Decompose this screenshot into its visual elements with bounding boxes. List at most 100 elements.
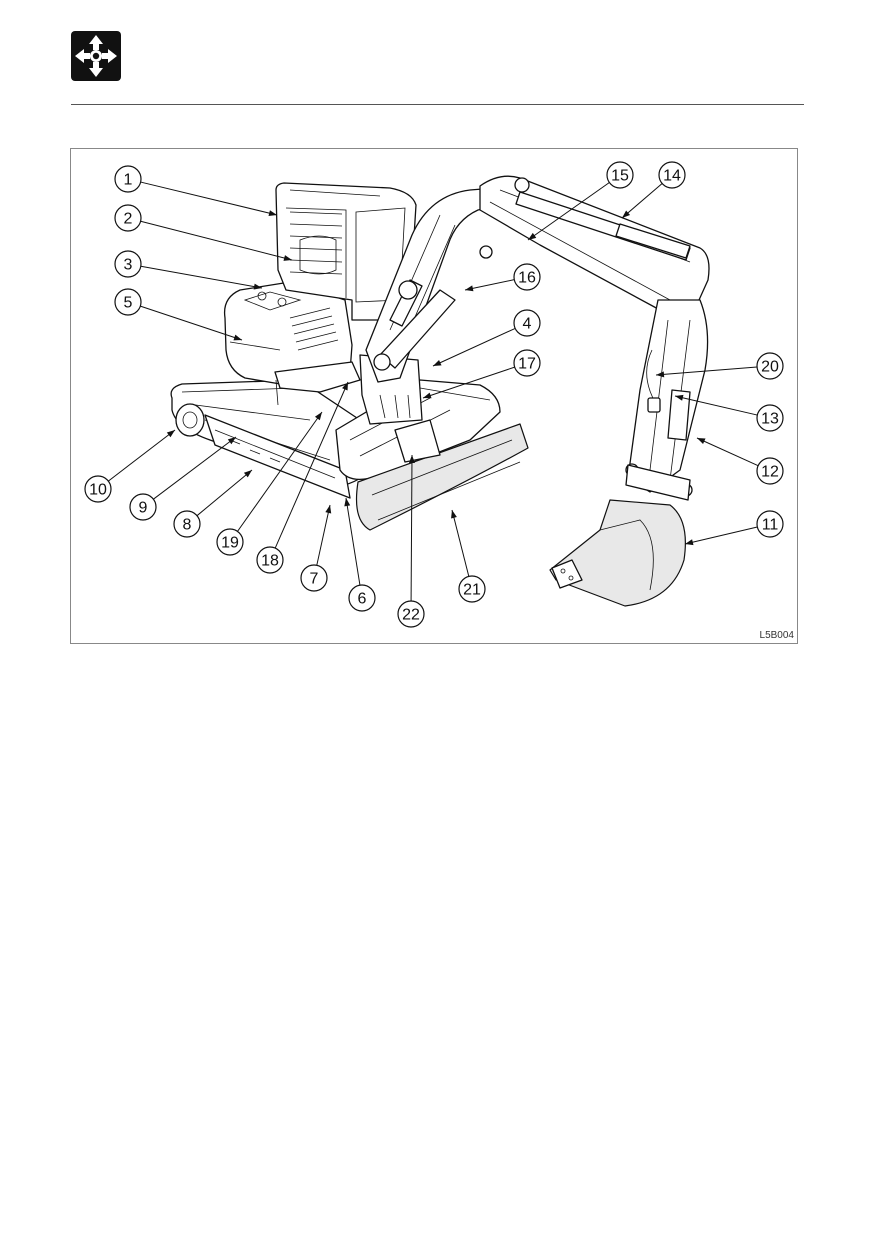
callout-arrowhead [622, 210, 631, 218]
callout-arrowhead [268, 210, 277, 217]
callout-number: 5 [124, 295, 133, 312]
callout-arrowhead [253, 283, 262, 290]
excavator-illustration [170, 175, 710, 607]
callout-9: 9 [129, 436, 237, 521]
callout-number: 9 [139, 500, 148, 517]
callout-13: 13 [674, 394, 784, 432]
callout-number: 21 [463, 582, 481, 599]
callout-arrowhead [423, 392, 432, 399]
callout-number: 13 [761, 411, 779, 428]
bucket-cylinder [667, 389, 691, 441]
callout-circle [300, 564, 328, 592]
callout-circle [513, 349, 541, 377]
callout-arrowhead [408, 455, 415, 464]
callout-10: 10 [84, 429, 176, 503]
callout-leader [422, 366, 515, 399]
figure-frame: L5B004 [70, 148, 798, 644]
callout-leader [655, 366, 758, 376]
callout-leader [140, 265, 263, 289]
callout-leader [140, 305, 243, 341]
callout-number: 8 [183, 517, 192, 534]
callout-arrowhead [656, 371, 665, 378]
callout-number: 15 [611, 168, 629, 185]
callout-number: 16 [518, 270, 536, 287]
callout-2: 2 [114, 204, 293, 261]
callout-arrowhead [283, 255, 292, 261]
callout-11: 11 [684, 510, 784, 546]
callout-number: 20 [761, 359, 779, 376]
callout-leader [196, 469, 253, 517]
callout-circle [756, 457, 784, 485]
callout-17: 17 [422, 349, 541, 399]
callout-circle [216, 528, 244, 556]
callout-circle [658, 161, 686, 189]
callout-leader [464, 279, 515, 291]
callout-arrowhead [227, 437, 236, 445]
callout-arrowhead [675, 394, 684, 401]
callout-22: 22 [397, 454, 425, 628]
callout-number: 18 [261, 553, 279, 570]
callout-arrowhead [166, 430, 175, 438]
callout-number: 1 [124, 172, 133, 189]
callout-6: 6 [344, 497, 376, 612]
callout-number: 22 [402, 607, 420, 624]
callout-number: 4 [523, 316, 532, 333]
callout-arrowhead [465, 285, 474, 292]
callout-arrowhead [697, 438, 706, 445]
callout-leader [451, 509, 470, 577]
callout-arrowhead [528, 232, 537, 240]
callout-arrowhead [243, 470, 252, 478]
callout-arrowhead [314, 412, 322, 421]
callout-circle [513, 309, 541, 337]
callout-circle [606, 161, 634, 189]
callout-circle [114, 165, 142, 193]
callout-leader [153, 436, 237, 500]
callout-leader [674, 395, 758, 416]
callout-number: 6 [358, 591, 367, 608]
callout-leader [432, 327, 516, 367]
callout-leader [684, 526, 758, 545]
callout-19: 19 [216, 411, 323, 556]
callout-circle [348, 584, 376, 612]
callout-circle [114, 204, 142, 232]
callout-3: 3 [114, 250, 263, 290]
callout-circle [756, 404, 784, 432]
callout-number: 10 [89, 482, 107, 499]
callout-arrowhead [433, 359, 442, 366]
callout-leader [237, 411, 323, 532]
figure-reference-code: L5B004 [759, 630, 794, 641]
callout-arrowhead [685, 539, 694, 546]
callout-circle [129, 493, 157, 521]
callout-number: 2 [124, 211, 133, 228]
callout-leader [410, 454, 413, 602]
callout-number: 19 [221, 535, 239, 552]
callout-8: 8 [173, 469, 253, 538]
callout-leader [108, 429, 176, 482]
callout-leader [140, 220, 293, 261]
callout-leader [527, 182, 610, 241]
callout-circle [756, 352, 784, 380]
callout-arrowhead [325, 505, 332, 514]
callout-leader [316, 504, 331, 566]
callout-leader [696, 437, 759, 467]
callout-5: 5 [114, 288, 243, 341]
move-arrows-icon [71, 31, 121, 81]
engine-hood [223, 281, 353, 387]
callout-16: 16 [464, 263, 541, 292]
callout-leader [140, 181, 278, 216]
callout-leader [345, 497, 361, 586]
callout-number: 7 [310, 571, 319, 588]
callout-circle [84, 475, 112, 503]
callout-circle [397, 600, 425, 628]
callout-number: 12 [761, 464, 779, 481]
callout-arrowhead [344, 498, 351, 507]
callout-arrowhead [451, 510, 457, 519]
callout-circle [114, 288, 142, 316]
callout-circle [513, 263, 541, 291]
callout-circle [114, 250, 142, 278]
callout-circle [173, 510, 201, 538]
callout-15: 15 [527, 161, 634, 241]
callout-18: 18 [256, 381, 349, 574]
